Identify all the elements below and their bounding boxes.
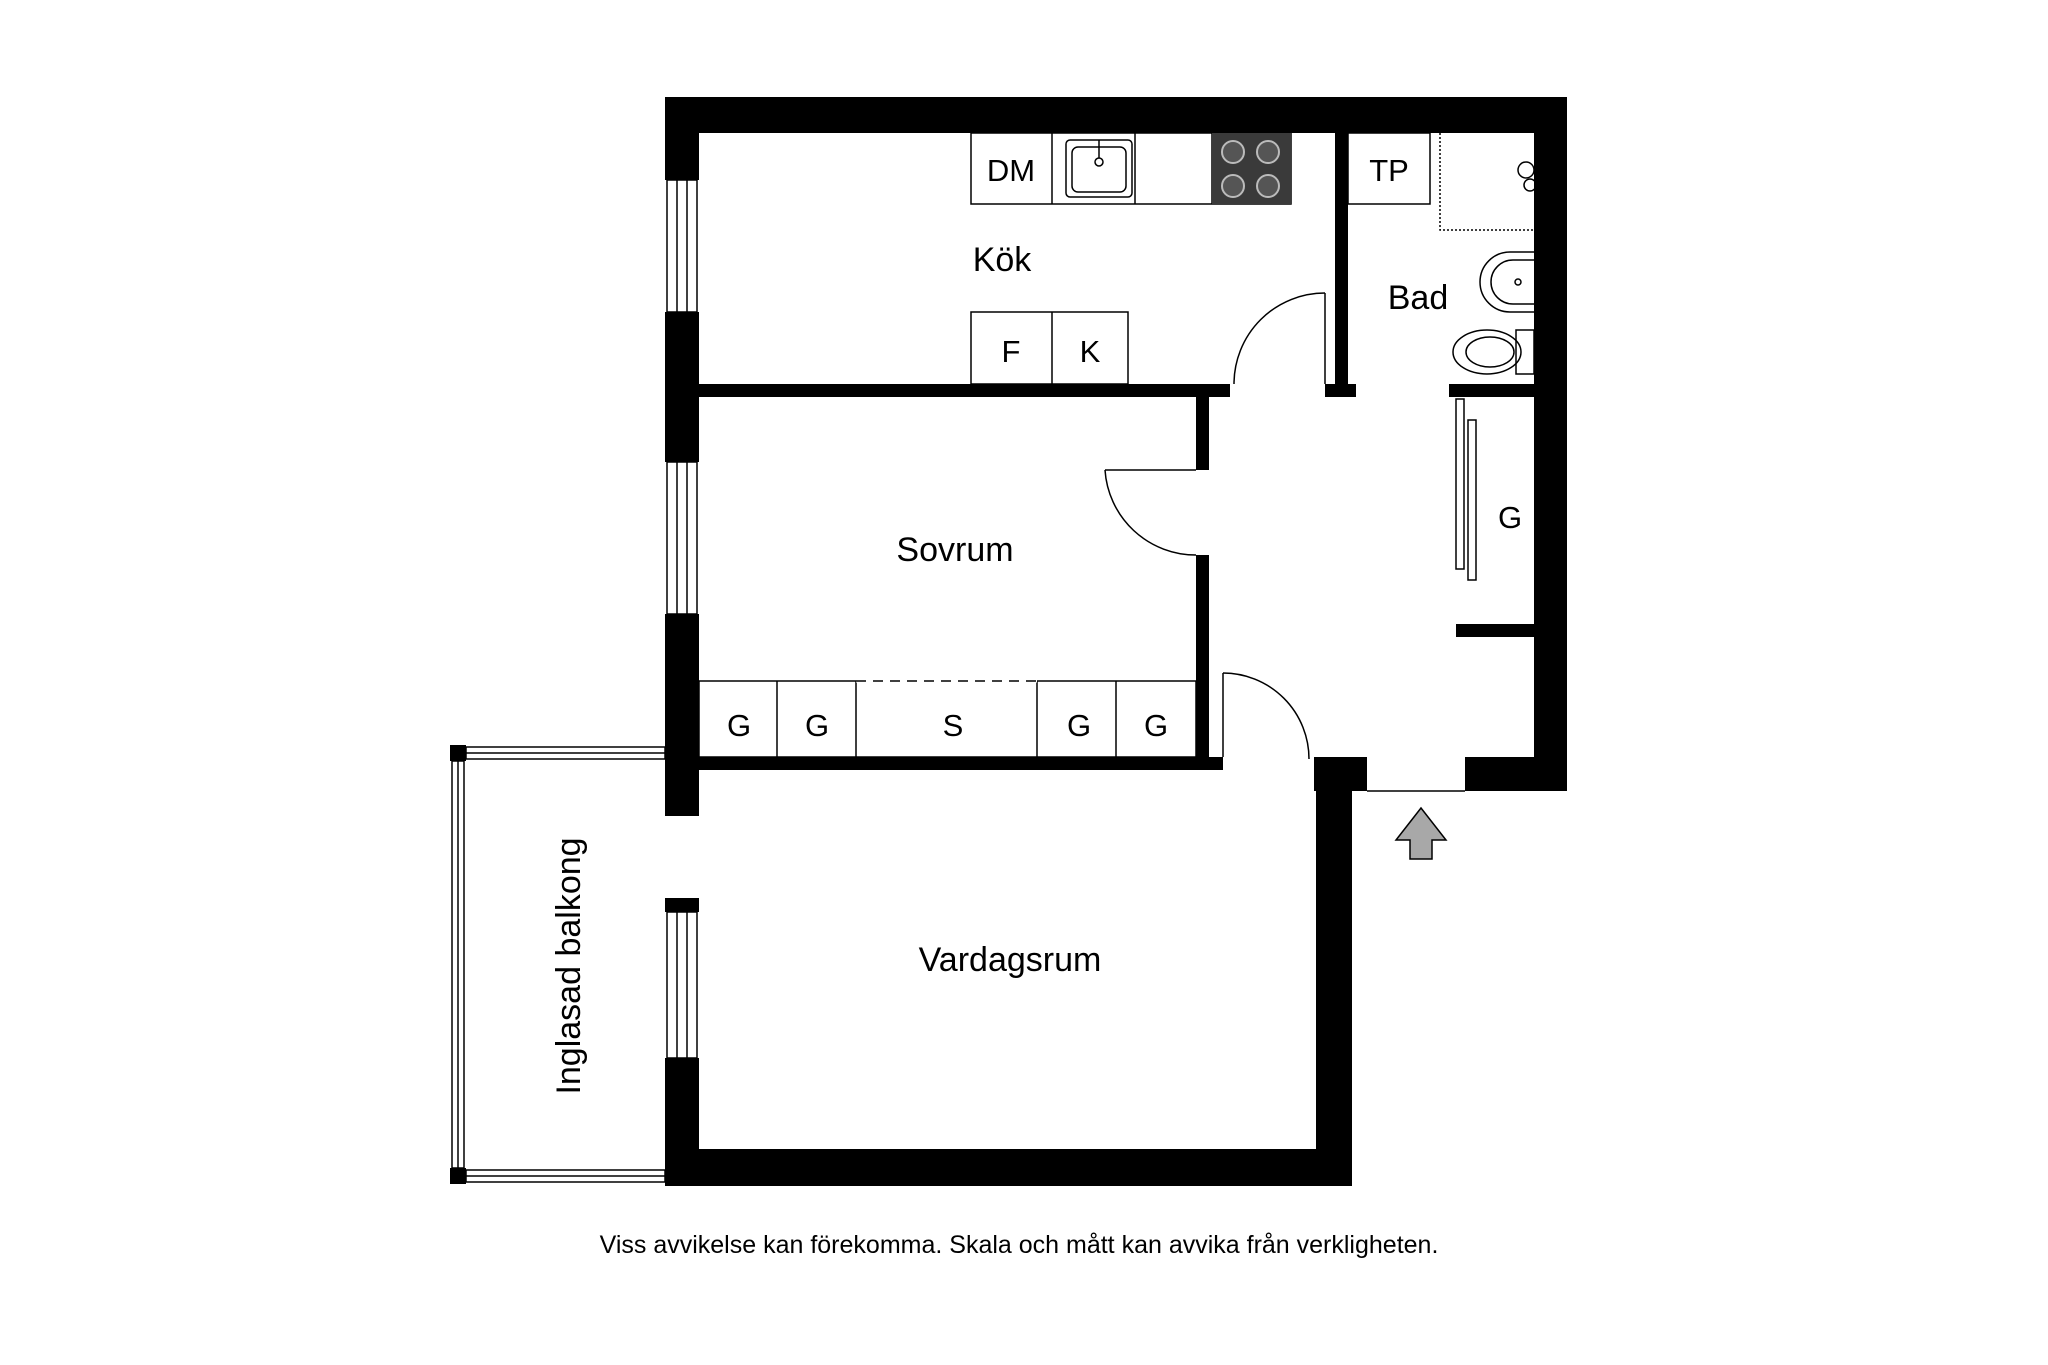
room-label-sovrum: Sovrum <box>896 531 1013 569</box>
label-dishwasher: DM <box>987 153 1035 188</box>
label-wardrobe: G <box>1067 708 1091 743</box>
shower-icon <box>1439 133 1537 231</box>
fridge-freezer-unit <box>970 311 1129 385</box>
wardrobes <box>698 679 1197 758</box>
washbasin-icon <box>1479 251 1534 313</box>
room-label-balkong: Inglasad balkong <box>550 837 588 1094</box>
washing-machine <box>1347 132 1431 205</box>
sink-icon <box>1065 139 1133 198</box>
windows <box>666 179 698 1059</box>
label-freezer: F <box>1002 334 1021 369</box>
room-label-vardagsrum: Vardagsrum <box>919 941 1102 979</box>
label-wardrobe: G <box>727 708 751 743</box>
disclaimer-text: Viss avvikelse kan förekomma. Skala och … <box>600 1231 1439 1259</box>
label-hall-closet: G <box>1498 500 1522 535</box>
label-fridge: K <box>1080 334 1101 369</box>
label-wardrobe: G <box>805 708 829 743</box>
room-label-bad: Bad <box>1388 279 1449 317</box>
doors <box>1104 292 1477 792</box>
label-wardrobe: G <box>1144 708 1168 743</box>
room-label-kok: Kök <box>973 241 1033 279</box>
outer-walls <box>665 97 1567 1186</box>
label-washer: TP <box>1369 153 1409 188</box>
toilet-icon <box>1452 329 1535 375</box>
entrance-arrow-icon <box>1394 806 1448 860</box>
balcony-glazing <box>450 745 666 1184</box>
interior-walls <box>699 133 1534 770</box>
stove-icon <box>1212 133 1291 204</box>
label-wardrobe-sliding: S <box>943 708 964 743</box>
